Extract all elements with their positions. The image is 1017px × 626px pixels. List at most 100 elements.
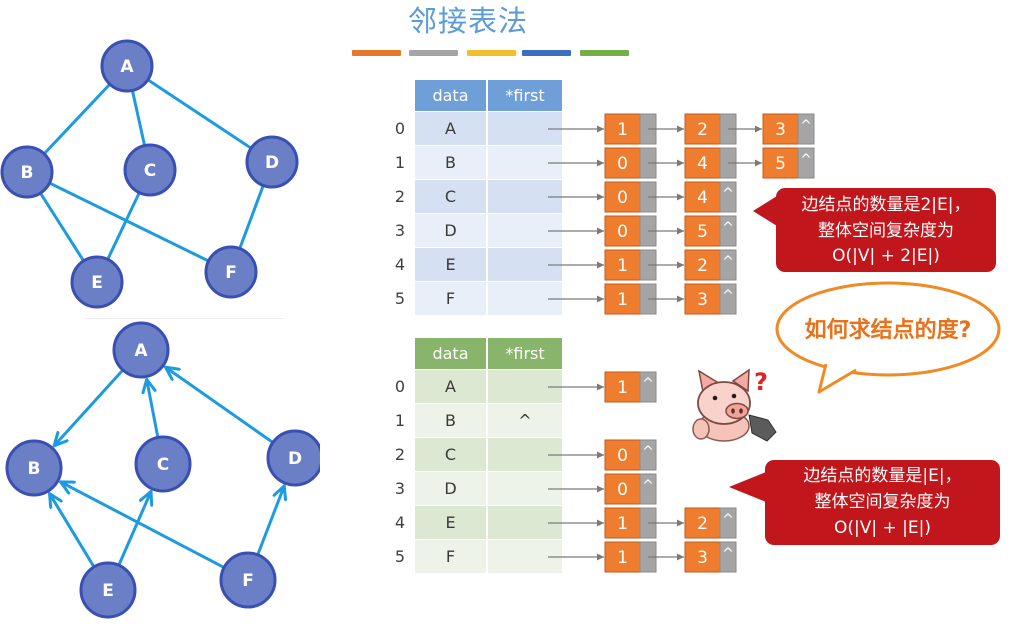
adjvex-field <box>604 439 641 471</box>
adjvex-field <box>604 215 641 247</box>
table-row: F <box>415 282 562 316</box>
callout-line: 边结点的数量是|E|， <box>803 466 962 486</box>
color-bar-segment <box>352 50 401 56</box>
table-row: C <box>415 438 562 472</box>
graph-node: E <box>70 255 124 309</box>
vertex-data-cell: E <box>415 248 488 282</box>
vertex-data-cell: E <box>415 506 488 540</box>
graph-arc <box>147 377 160 439</box>
graph-node-circle <box>245 135 299 189</box>
thinking-pig-illustration: ? <box>692 368 777 442</box>
question-mark: ? <box>754 368 768 396</box>
vertex-index: 2 <box>394 445 406 464</box>
graph-node-label: D <box>288 449 302 469</box>
next-field <box>639 541 657 573</box>
space-complexity-callout-undirected: 边结点的数量是2|E|， 整体空间复杂度为 O(|V| + 2|E|) <box>753 188 996 272</box>
vertex-index: 3 <box>394 479 406 498</box>
vertex-index: 4 <box>394 513 406 532</box>
graph-node: E <box>79 561 137 619</box>
graph-divider <box>85 318 283 319</box>
edge-node: 3^ <box>684 283 737 315</box>
edge-node: 2 <box>684 113 737 145</box>
next-field <box>797 147 815 179</box>
next-field <box>719 249 737 281</box>
callout-tail <box>753 196 777 226</box>
next-field <box>639 507 657 539</box>
vertex-index: 5 <box>394 289 406 308</box>
edge-node: 0 <box>604 181 657 213</box>
first-pointer-cell <box>488 438 562 472</box>
adjvex-field <box>684 507 721 539</box>
edge-node: 3^ <box>762 113 815 145</box>
bubble-tail <box>817 363 857 394</box>
header-first: *first <box>488 80 562 112</box>
header-data: data <box>415 80 488 112</box>
next-field <box>639 181 657 213</box>
table-row: E <box>415 248 562 282</box>
graph-arc <box>52 369 124 448</box>
graph-node-circle <box>70 255 124 309</box>
graph-node-circle <box>204 245 258 299</box>
adjvex-value: 0 <box>617 154 628 174</box>
null-pointer: ^ <box>800 118 812 134</box>
edge-node: 2^ <box>684 249 737 281</box>
callout-tail <box>729 472 766 502</box>
table-row: A <box>415 370 562 404</box>
vertex-index: 4 <box>394 255 406 274</box>
graph-edge <box>25 170 233 274</box>
adjvex-value: 3 <box>697 290 708 310</box>
adjvex-field <box>684 181 721 213</box>
vertex-index: 0 <box>394 377 406 396</box>
adjvex-field <box>684 147 721 179</box>
edge-node: 1 <box>604 541 657 573</box>
null-pointer: ^ <box>722 512 734 528</box>
edge-node: 3^ <box>684 541 737 573</box>
adjvex-field <box>604 541 641 573</box>
next-field <box>639 283 657 315</box>
graph-arc <box>48 492 95 568</box>
graph-node-label: B <box>28 459 41 479</box>
null-pointer: ^ <box>722 186 734 202</box>
callout-line: 边结点的数量是2|E|， <box>801 195 971 215</box>
next-field <box>719 181 737 213</box>
graph-node: C <box>134 435 192 493</box>
next-field <box>719 541 737 573</box>
graph-node-label: E <box>91 273 103 293</box>
graph-arc <box>117 489 151 566</box>
edge-node-list: 1^ <box>548 371 657 403</box>
graph-node-label: C <box>144 161 156 181</box>
adjvex-field <box>604 473 641 505</box>
graph-node: D <box>266 429 320 487</box>
first-pointer-cell <box>488 180 562 214</box>
adjvex-field <box>762 147 799 179</box>
graph-node: B <box>0 145 54 199</box>
graph-edge <box>125 64 274 164</box>
next-field <box>639 215 657 247</box>
first-pointer-cell <box>488 112 562 146</box>
color-bar-segment <box>467 50 516 56</box>
edge-node: 0 <box>604 215 657 247</box>
adjvex-value: 3 <box>697 548 708 568</box>
callout-line: 整体空间复杂度为 <box>814 492 951 512</box>
adjvex-field <box>684 541 721 573</box>
adjvex-value: 1 <box>617 290 628 310</box>
table-row: B <box>415 146 562 180</box>
next-field <box>639 147 657 179</box>
null-pointer: ^ <box>642 376 654 392</box>
adjvex-field <box>604 283 641 315</box>
graph-node-label: C <box>157 455 169 475</box>
null-pointer: ^ <box>722 288 734 304</box>
callout-line: O(|V| + |E|) <box>834 518 931 538</box>
adjvex-field <box>684 249 721 281</box>
table-row: E <box>415 506 562 540</box>
first-pointer-cell <box>488 540 562 574</box>
next-field <box>719 507 737 539</box>
color-bar-segment <box>409 50 458 56</box>
table-row: F <box>415 540 562 574</box>
edge-node: 1 <box>604 113 657 145</box>
first-pointer-cell: ^ <box>488 404 562 438</box>
